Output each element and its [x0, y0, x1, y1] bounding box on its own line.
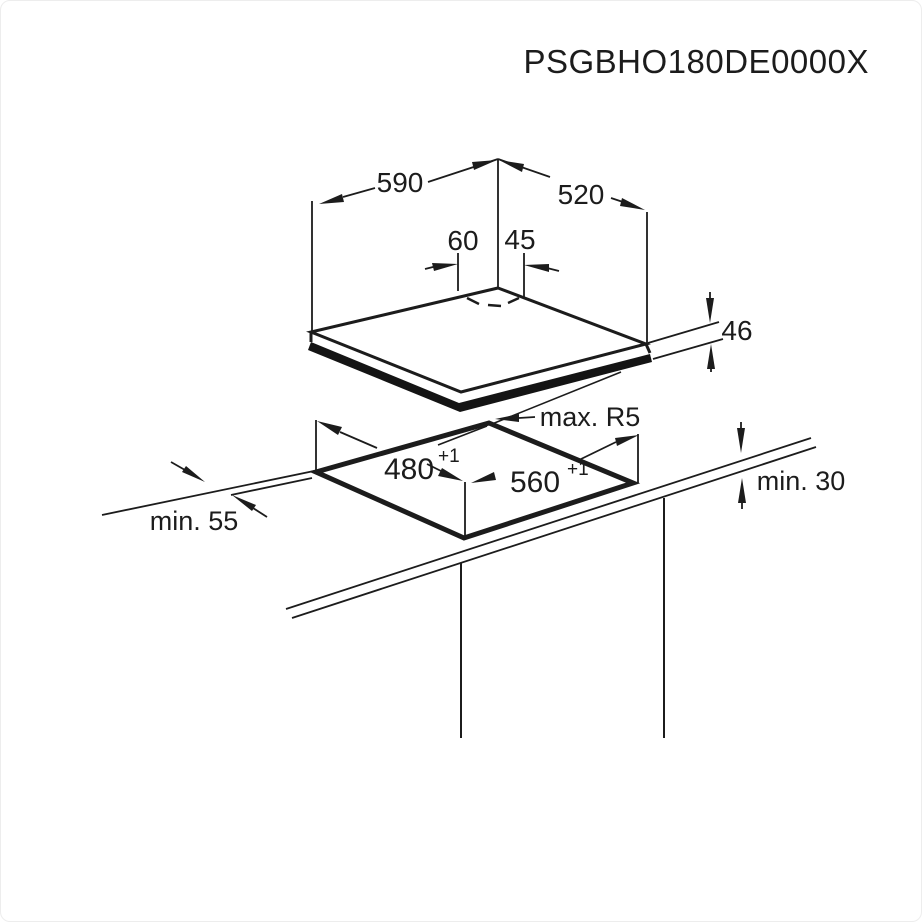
- dim-590-arrowhead: [319, 194, 344, 204]
- front-clearance-label: min. 55: [150, 506, 239, 536]
- hob-depth-label: 520: [558, 179, 605, 210]
- dim-520-arrowhead: [620, 198, 645, 210]
- min30-arrowhead-top: [737, 428, 745, 453]
- min55-arrowhead-top: [182, 466, 205, 482]
- cutout-width-tolerance: +1: [567, 459, 589, 480]
- dim-480-stem2: [426, 463, 442, 472]
- dim-480-arrowhead-up: [317, 421, 342, 435]
- apex-right-arrowhead: [499, 160, 524, 172]
- hob-height-label: 46: [721, 315, 752, 346]
- cutout-view: 480 +1 560 +1 max. R5 min. 55 min. 30: [101, 371, 846, 738]
- dim-45-arrowhead: [524, 264, 549, 272]
- min55-arrowhead-bottom: [232, 495, 256, 511]
- hob-top-surface: [306, 286, 651, 394]
- cutout-corner-dashed-marks: [466, 296, 520, 308]
- model-number: PSGBHO180DE0000X: [523, 43, 869, 80]
- back-offset-left-label: 60: [447, 225, 478, 256]
- dim-46-arrowhead-bottom: [707, 344, 715, 369]
- radius-arrowhead: [495, 414, 519, 422]
- worktop-front-edge-bottom: [291, 446, 817, 619]
- hob-width-label: 590: [377, 167, 424, 198]
- cutout-depth-label: 480: [384, 453, 434, 486]
- dim-46-extension-top: [647, 321, 720, 344]
- min55-stem-bottom: [252, 507, 268, 518]
- worktop-front-edge-left: [230, 477, 313, 496]
- dim-590-leader2: [342, 187, 376, 198]
- worktop-cutout-outline: [308, 420, 641, 541]
- min30-arrowhead-bottom: [738, 478, 746, 503]
- dim-46-arrowhead-top: [706, 298, 714, 323]
- worktop-back-edge-left: [101, 470, 315, 516]
- cutout-width-label: 560: [510, 466, 560, 499]
- worktop-edge-through-hole: [437, 425, 488, 446]
- min55-stem-top: [170, 461, 186, 471]
- dim-480-arrowhead-down: [438, 468, 463, 481]
- cutout-depth-tolerance: +1: [438, 446, 460, 467]
- clearance-below-label: min. 30: [757, 466, 846, 496]
- dim-480-stem1: [339, 431, 378, 449]
- back-offset-right-label: 45: [504, 224, 535, 255]
- dim-560-stem: [578, 441, 617, 461]
- dim-560-arrowhead-right: [615, 435, 639, 446]
- dim-60-arrowhead: [432, 263, 458, 271]
- hob-view: 590 520 60 45 46: [306, 158, 753, 412]
- dim-520-leader2: [610, 197, 624, 203]
- apex-left-arrowhead: [472, 160, 497, 170]
- radius-stem: [518, 416, 536, 419]
- worktop-front-edge-top: [285, 437, 812, 610]
- hob-frame-band: [308, 342, 652, 412]
- dim-46-extension-bottom: [652, 338, 724, 360]
- corner-radius-label: max. R5: [540, 402, 641, 432]
- dim-560-arrowhead-left: [471, 472, 496, 483]
- hob-right-corner-edge: [644, 343, 652, 354]
